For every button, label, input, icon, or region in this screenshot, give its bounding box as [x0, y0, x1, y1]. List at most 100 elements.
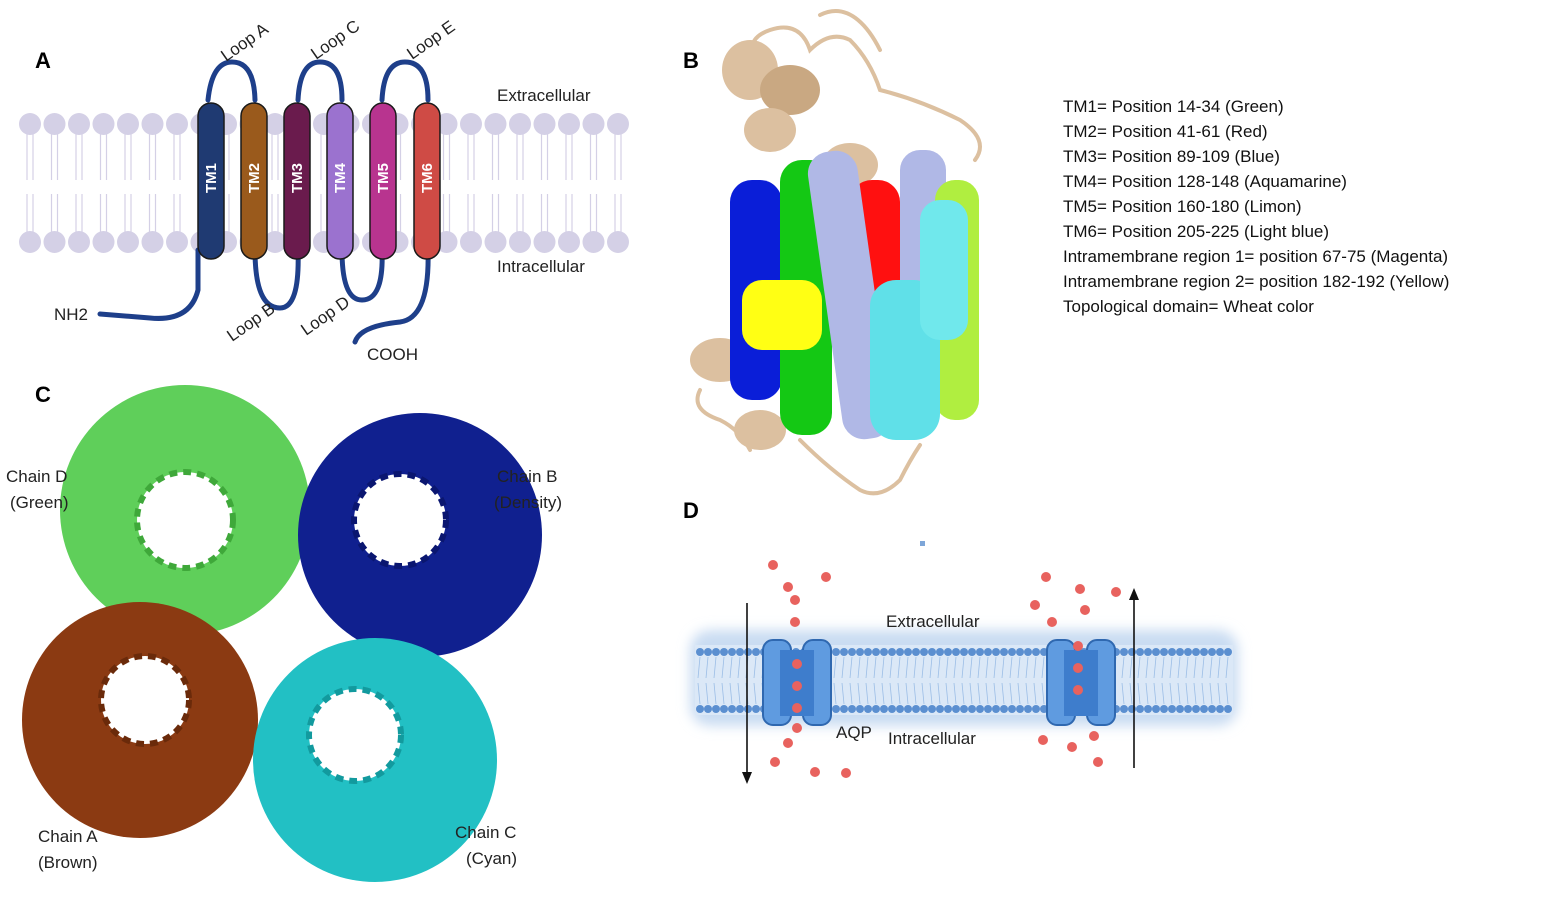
lipid-head — [558, 231, 580, 253]
water-molecule — [1089, 731, 1099, 741]
panel-b-letter: B — [683, 48, 699, 73]
water-molecule — [1073, 641, 1083, 651]
water-molecule — [1030, 600, 1040, 610]
chain-b-structure — [298, 413, 542, 657]
legend-line: TM6= Position 205-225 (Light blue) — [1063, 222, 1329, 241]
chain-d-structure — [60, 385, 310, 635]
panel-c-letter: C — [35, 382, 51, 407]
chain-a-structure — [22, 602, 258, 838]
legend-line: Intramembrane region 2= position 182-192… — [1063, 272, 1449, 291]
panel-d: D Extracellular Intracellular — [683, 498, 1238, 784]
tm-helix-4 — [326, 102, 354, 260]
lipid-head — [533, 113, 556, 135]
water-molecule — [1038, 735, 1048, 745]
lipid-head — [43, 231, 66, 253]
loop-e-label: Loop E — [403, 17, 458, 63]
chain-b-color: (Density) — [494, 493, 562, 512]
water-molecule — [1111, 587, 1121, 597]
protein-backbone — [97, 59, 431, 345]
chain-c-color: (Cyan) — [466, 849, 517, 868]
water-molecule — [783, 738, 793, 748]
flow-arrow-down — [742, 603, 752, 784]
loop-d-label: Loop D — [297, 292, 353, 339]
water-molecule — [1041, 572, 1051, 582]
water-molecule — [792, 723, 802, 733]
water-molecule — [790, 595, 800, 605]
tm-label-2: TM2 — [246, 163, 263, 193]
water-molecule — [841, 768, 851, 778]
water-molecule — [1047, 617, 1057, 627]
cterm-label: COOH — [367, 345, 418, 364]
tm-label-4: TM4 — [332, 162, 349, 193]
aqp-channel-right — [1046, 639, 1116, 726]
water-molecule — [768, 560, 778, 570]
lipid-head — [509, 231, 531, 253]
lipid-head — [92, 231, 115, 253]
nterm-label: NH2 — [54, 305, 88, 324]
extracellular-label-d: Extracellular — [886, 612, 980, 631]
tm-helix-3 — [283, 102, 311, 260]
legend-line: TM2= Position 41-61 (Red) — [1063, 122, 1268, 141]
water-molecule — [810, 767, 820, 777]
lipid-head — [166, 113, 188, 135]
intracellular-label-d: Intracellular — [888, 729, 976, 748]
lipid-head — [460, 113, 482, 135]
chain-d-label: Chain D — [6, 467, 67, 486]
legend-line: Topological domain= Wheat color — [1063, 297, 1314, 316]
lipid-head — [117, 231, 139, 253]
water-molecule — [1080, 605, 1090, 615]
lipid-head — [484, 231, 507, 253]
lipid-head — [141, 113, 164, 135]
lipid-head — [92, 113, 115, 135]
water-molecule — [770, 757, 780, 767]
small-marker — [920, 541, 925, 546]
loop-c-label: Loop C — [307, 16, 363, 63]
lipid-head — [68, 231, 90, 253]
panel-d-letter: D — [683, 498, 699, 523]
lipid-head — [68, 113, 90, 135]
lipid-head — [435, 231, 458, 253]
lipid-head — [19, 231, 41, 253]
legend-line: Intramembrane region 1= position 67-75 (… — [1063, 247, 1448, 266]
tm-label-1: TM1 — [203, 163, 220, 193]
loop-a-label: Loop A — [217, 19, 272, 65]
water-molecule — [792, 681, 802, 691]
lipid-head — [509, 113, 531, 135]
chain-a-label: Chain A — [38, 827, 98, 846]
chain-c-structure — [253, 638, 497, 882]
monomer-structure — [690, 9, 982, 496]
water-molecule — [1067, 742, 1077, 752]
lipid-head — [166, 231, 188, 253]
water-molecule — [821, 572, 831, 582]
lipid-head — [582, 113, 605, 135]
legend-line: TM5= Position 160-180 (Limon) — [1063, 197, 1302, 216]
lipid-head — [117, 113, 139, 135]
lipid-head — [264, 231, 286, 253]
water-molecule — [783, 582, 793, 592]
lipid-head — [460, 231, 482, 253]
lipid-head — [484, 113, 507, 135]
water-molecule — [1093, 757, 1103, 767]
lipid-head — [607, 113, 629, 135]
chain-d-color: (Green) — [10, 493, 69, 512]
chain-c-label: Chain C — [455, 823, 516, 842]
panel-b: B TM1= Position 14-34 (Green)TM2= Positi… — [683, 9, 1449, 496]
legend-line: TM3= Position 89-109 (Blue) — [1063, 147, 1280, 166]
lipid-head — [43, 113, 66, 135]
lipid-head — [582, 231, 605, 253]
legend-line: TM4= Position 128-148 (Aquamarine) — [1063, 172, 1347, 191]
tm-helix-2 — [240, 102, 268, 260]
water-molecule — [1073, 663, 1083, 673]
water-molecule — [1075, 584, 1085, 594]
loop-b-label: Loop B — [223, 299, 278, 345]
lipid-head — [19, 113, 41, 135]
panel-c: C Chain D (Green) Chain B (Density) Chai… — [6, 382, 562, 882]
lipid-head — [435, 113, 458, 135]
tm-label-3: TM3 — [289, 163, 306, 193]
lipid-head — [141, 231, 164, 253]
tm-label-5: TM5 — [375, 163, 392, 193]
water-molecule — [790, 617, 800, 627]
extracellular-label-a: Extracellular — [497, 86, 591, 105]
